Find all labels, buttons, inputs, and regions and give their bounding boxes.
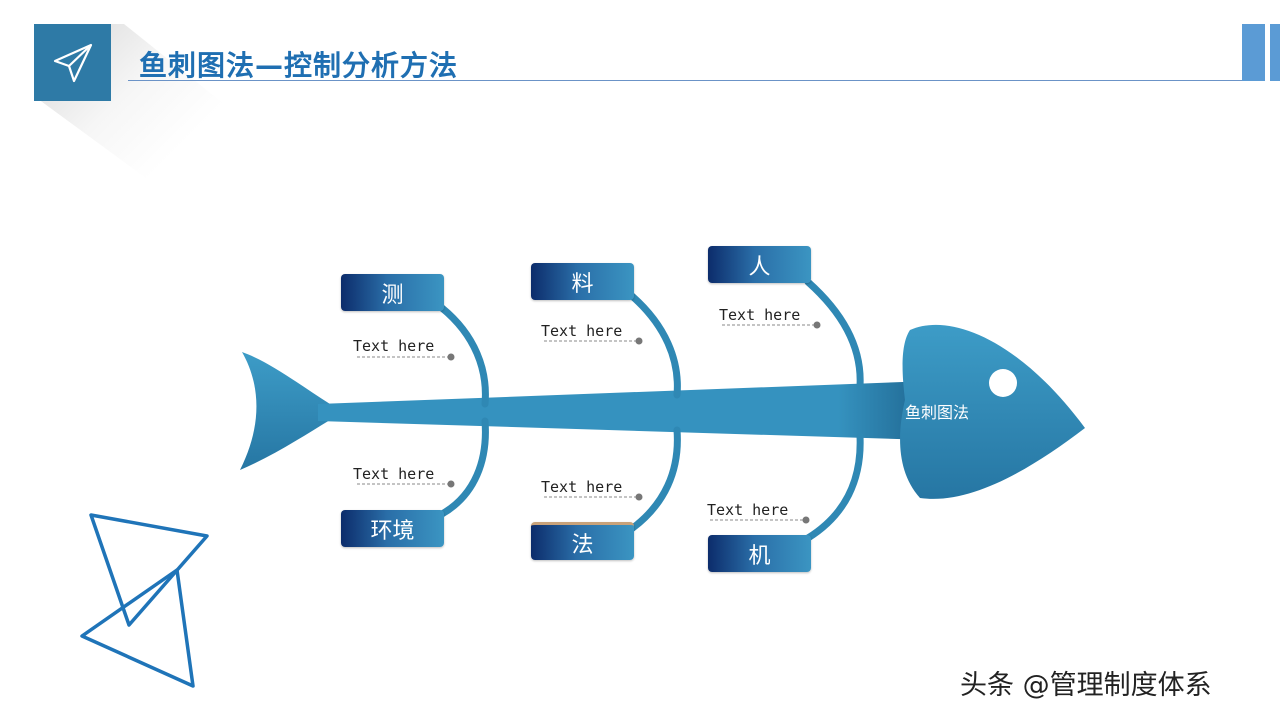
- triangle-outline: [80, 568, 195, 688]
- placeholder-text: Text here: [719, 306, 801, 324]
- rib-top-right: [804, 278, 864, 390]
- rib-bottom-left: [438, 417, 489, 518]
- triangle-outline: [89, 513, 209, 627]
- leader-dot: [635, 337, 643, 345]
- category-label-machine: 机: [708, 535, 811, 572]
- category-label-people: 人: [708, 246, 811, 283]
- fish-head: [900, 324, 1085, 499]
- fish-tail: [240, 352, 330, 470]
- rib-bottom-middle: [626, 426, 681, 534]
- fish-head-label: 鱼刺图法: [905, 403, 970, 422]
- leader-dot: [802, 516, 810, 524]
- leader-dot: [447, 353, 455, 361]
- page-title: 鱼刺图法—控制分析方法: [139, 49, 459, 82]
- decorative-triangles: [80, 513, 209, 688]
- fish-eye: [989, 369, 1017, 397]
- category-label-measure: 测: [341, 274, 444, 311]
- leader-dot: [447, 480, 455, 488]
- leader-dot: [813, 321, 821, 329]
- title-divider: [128, 80, 1242, 81]
- placeholder-text: Text here: [353, 465, 435, 483]
- header-icon-box: [34, 24, 111, 101]
- category-label-material: 料: [531, 263, 634, 300]
- rib-bottom-right: [804, 432, 864, 542]
- placeholder-text: Text here: [353, 337, 435, 355]
- category-label-method: 法: [531, 522, 634, 560]
- rib-top-middle: [628, 292, 681, 399]
- corner-accent-bar-thin: [1270, 24, 1280, 81]
- corner-accent-bar: [1242, 24, 1265, 81]
- rib-top-left: [438, 304, 489, 408]
- placeholder-text: Text here: [541, 322, 623, 340]
- placeholder-text: Text here: [541, 478, 623, 496]
- fish-spine: [318, 381, 930, 440]
- leader-dot: [635, 493, 643, 501]
- category-label-environment: 环境: [341, 510, 444, 547]
- paper-plane-icon: [53, 43, 92, 82]
- placeholder-text: Text here: [707, 501, 789, 519]
- watermark: 头条 @管理制度体系: [960, 670, 1212, 701]
